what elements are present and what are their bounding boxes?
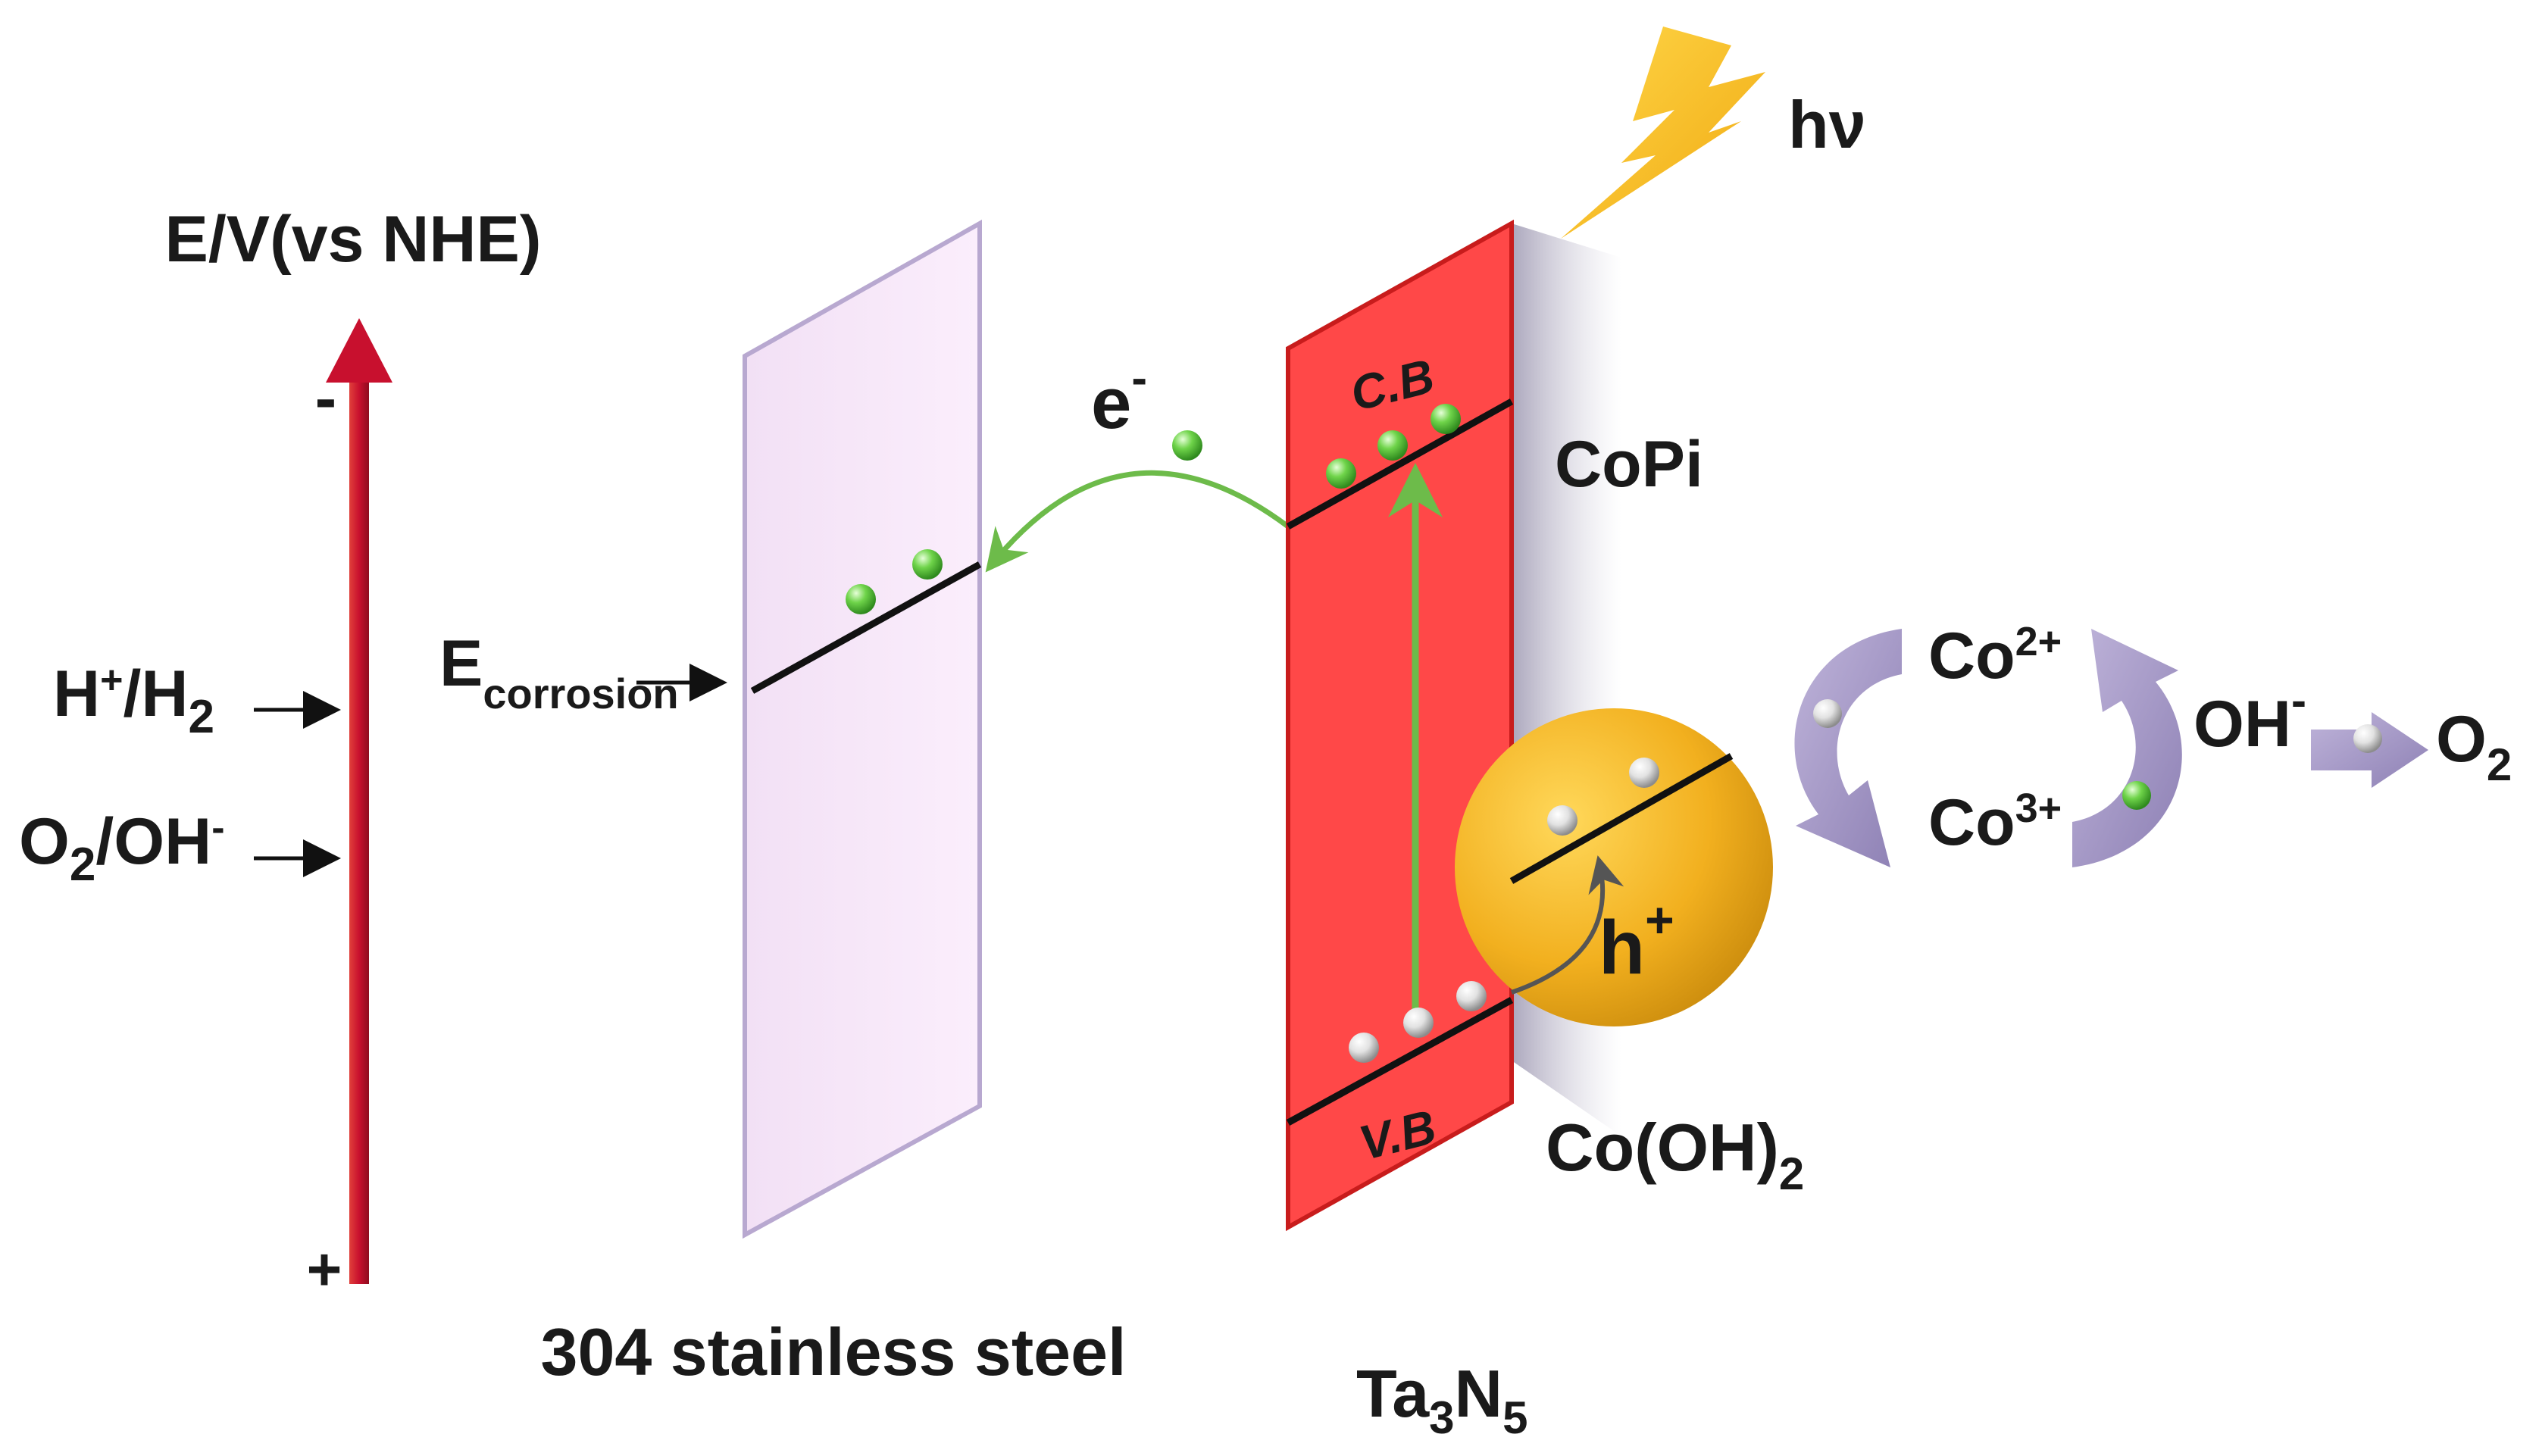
steel-electron-1 [846, 584, 876, 614]
cb-electron-3 [1431, 404, 1461, 434]
oxygen-label: O2 [2436, 703, 2512, 790]
photon-energy-label: hν [1788, 87, 1866, 162]
steel-plate [743, 219, 982, 1239]
co-oh2-cocatalyst: h+ Co(OH)2 [1455, 708, 1804, 1199]
vb-hole-3 [1456, 981, 1487, 1011]
hole-transfer-arrow [1511, 855, 1624, 995]
cycle-arrow-right [2072, 629, 2182, 867]
co-oh2-label: Co(OH)2 [1546, 1110, 1804, 1199]
sphere-hole-1 [1547, 805, 1577, 836]
vb-hole-2 [1403, 1008, 1434, 1038]
axis-plus-sign: + [307, 1236, 342, 1303]
corrosion-potential-line [750, 561, 982, 694]
hole-label: h+ [1599, 892, 1674, 990]
co2-plus-label: Co2+ [1928, 619, 2062, 692]
co-oh2-energy-line [1509, 753, 1734, 884]
co3-plus-label: Co3+ [1928, 786, 2062, 859]
steel-label: 304 stainless steel [541, 1314, 1127, 1389]
steel-electron-2 [912, 549, 943, 580]
steel-plate-group: Ecorrosion 304 stainless steel [439, 219, 1127, 1389]
cb-electron-2 [1377, 430, 1408, 461]
cobalt-redox-cycle: Co2+ Co3+ OH- O2 [1794, 619, 2512, 867]
hydroxide-label: OH- [2193, 675, 2306, 761]
energy-axis-shaft [349, 375, 369, 1284]
h-couple-label: H+/H2 [53, 658, 214, 743]
light-source: hν [1561, 27, 1866, 239]
transferring-electron [1172, 430, 1202, 461]
sphere-hole-2 [1629, 758, 1659, 788]
copi-label: CoPi [1555, 428, 1703, 501]
electron-transfer-arrow [985, 470, 1290, 573]
vb-hole-1 [1349, 1033, 1379, 1063]
axis-minus-sign: - [315, 362, 337, 435]
o-couple-label: O2/OH- [19, 805, 225, 891]
cycle-electron [2122, 781, 2151, 810]
lightning-bolt-icon [1561, 27, 1765, 239]
energy-axis-arrowhead [326, 318, 392, 383]
energy-axis-title: E/V(vs NHE) [164, 203, 541, 276]
corrosion-potential-label: Ecorrosion [439, 627, 679, 717]
cycle-arrow-left [1794, 629, 1902, 867]
cycle-hole [1813, 699, 1842, 728]
ta3n5-label: Ta3N5 [1356, 1356, 1527, 1443]
energy-axis: E/V(vs NHE) - + H+/H2 O2/OH- [19, 203, 542, 1303]
cb-electron-1 [1326, 458, 1356, 489]
valence-band-line [1286, 997, 1514, 1126]
oxygen-arrow-hole [2353, 724, 2382, 753]
electron-label: e- [1091, 352, 1147, 444]
